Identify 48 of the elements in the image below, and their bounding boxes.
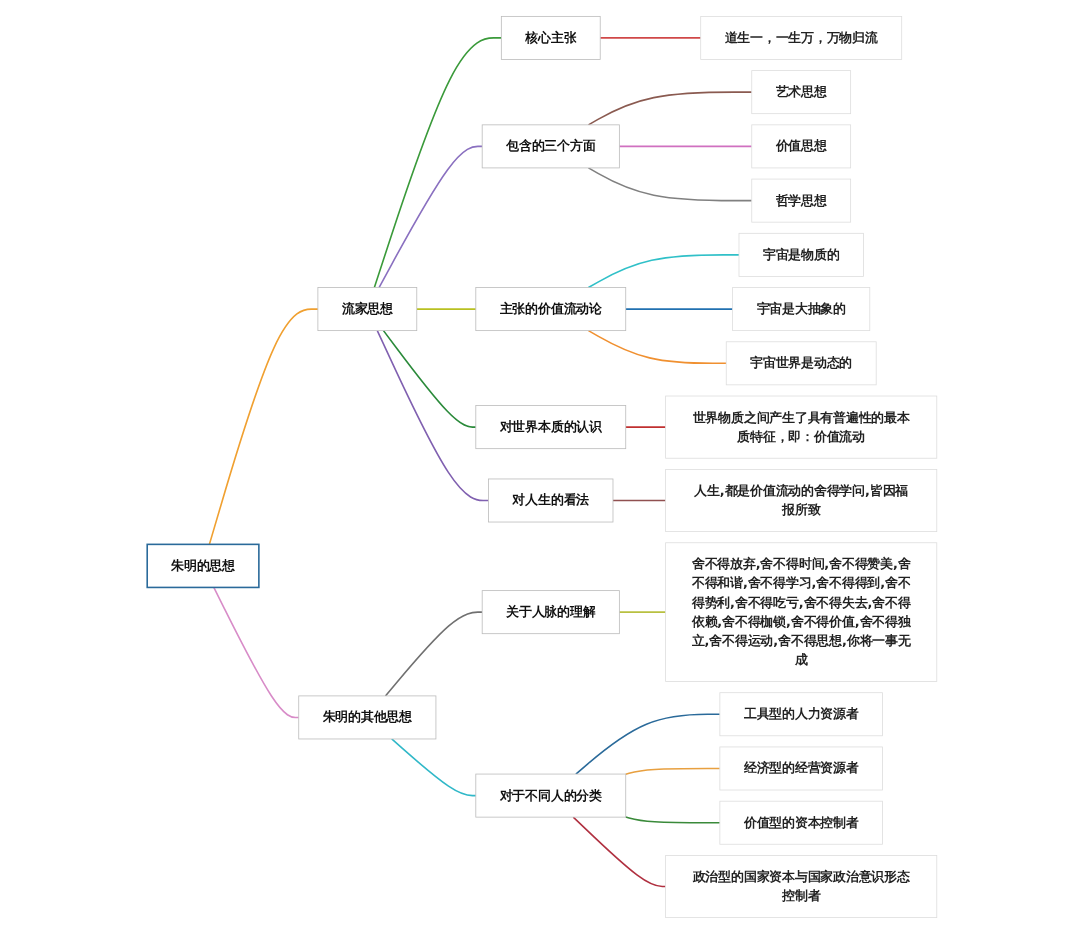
node-box bbox=[317, 287, 418, 331]
connector bbox=[587, 167, 753, 202]
node-box bbox=[665, 855, 938, 918]
node-box bbox=[725, 341, 877, 386]
node-box bbox=[732, 287, 871, 331]
connector bbox=[213, 586, 300, 719]
node-box bbox=[500, 15, 601, 60]
connector bbox=[378, 145, 483, 289]
node-box bbox=[475, 405, 627, 450]
connector bbox=[612, 499, 667, 502]
connector bbox=[384, 611, 483, 697]
node-box bbox=[700, 15, 903, 60]
node-box bbox=[298, 695, 437, 740]
node-box bbox=[488, 478, 614, 523]
node-box bbox=[146, 543, 260, 589]
connector bbox=[390, 738, 477, 797]
connector bbox=[382, 329, 477, 428]
node-box bbox=[665, 469, 938, 532]
node-box bbox=[751, 70, 852, 115]
connector bbox=[208, 308, 319, 546]
connector bbox=[618, 145, 753, 148]
node-box bbox=[475, 287, 627, 331]
connector bbox=[624, 816, 721, 824]
connector bbox=[599, 37, 702, 39]
connector bbox=[587, 91, 753, 126]
node-box bbox=[481, 124, 620, 169]
node-box bbox=[665, 395, 938, 459]
node-box bbox=[475, 773, 627, 818]
node-box bbox=[665, 542, 938, 682]
node-box bbox=[738, 232, 864, 277]
node-box bbox=[719, 746, 883, 791]
connector bbox=[624, 426, 667, 428]
node-box bbox=[719, 692, 883, 737]
node-box bbox=[751, 178, 852, 223]
connector bbox=[618, 611, 667, 613]
connector bbox=[572, 816, 667, 888]
connector bbox=[624, 308, 734, 310]
connector bbox=[373, 37, 503, 289]
connector bbox=[415, 308, 477, 310]
node-box bbox=[481, 590, 620, 635]
node-box bbox=[751, 124, 852, 169]
connector bbox=[575, 713, 721, 775]
connector bbox=[376, 329, 490, 502]
connector bbox=[624, 767, 721, 775]
node-box bbox=[719, 800, 883, 845]
connector bbox=[587, 329, 728, 365]
connector bbox=[587, 254, 740, 289]
mind-map-drawing: 朱明的思想 流家思想 核心主张 道生一，一生万，万物归流 包含的三个方面 艺术思想 价值思想 哲学思想 主张的价值流动论 宇宙是物质的 宇宙是大抽象的 宇宙世界是动态的 对世界本质的认识 世界物质之间产生了具有普遍性的最本质特征，即：价值流动 对人生的看法 人生,都是价值流动的舍得学问,皆因福报所致 朱明的其他思想 关于人脉的理解 舍不得放弃,舍不得时间,舍不得赞美,舍不得和谐,舍不得学习,舍不得得到,舍不得势利,舍不得吃亏,舍不得失去,舍不得依赖,舍不得枷锁,舍不得价值,舍不得独立,舍不得运动,舍不得思想,你将一事无成 对于不同人的分类 工具型的人力资源者 经济型的经营资源者 价值型的资本控制者 政治型的国家资本与国家政治意识形态控制者 bbox=[10, 10, 1074, 924]
